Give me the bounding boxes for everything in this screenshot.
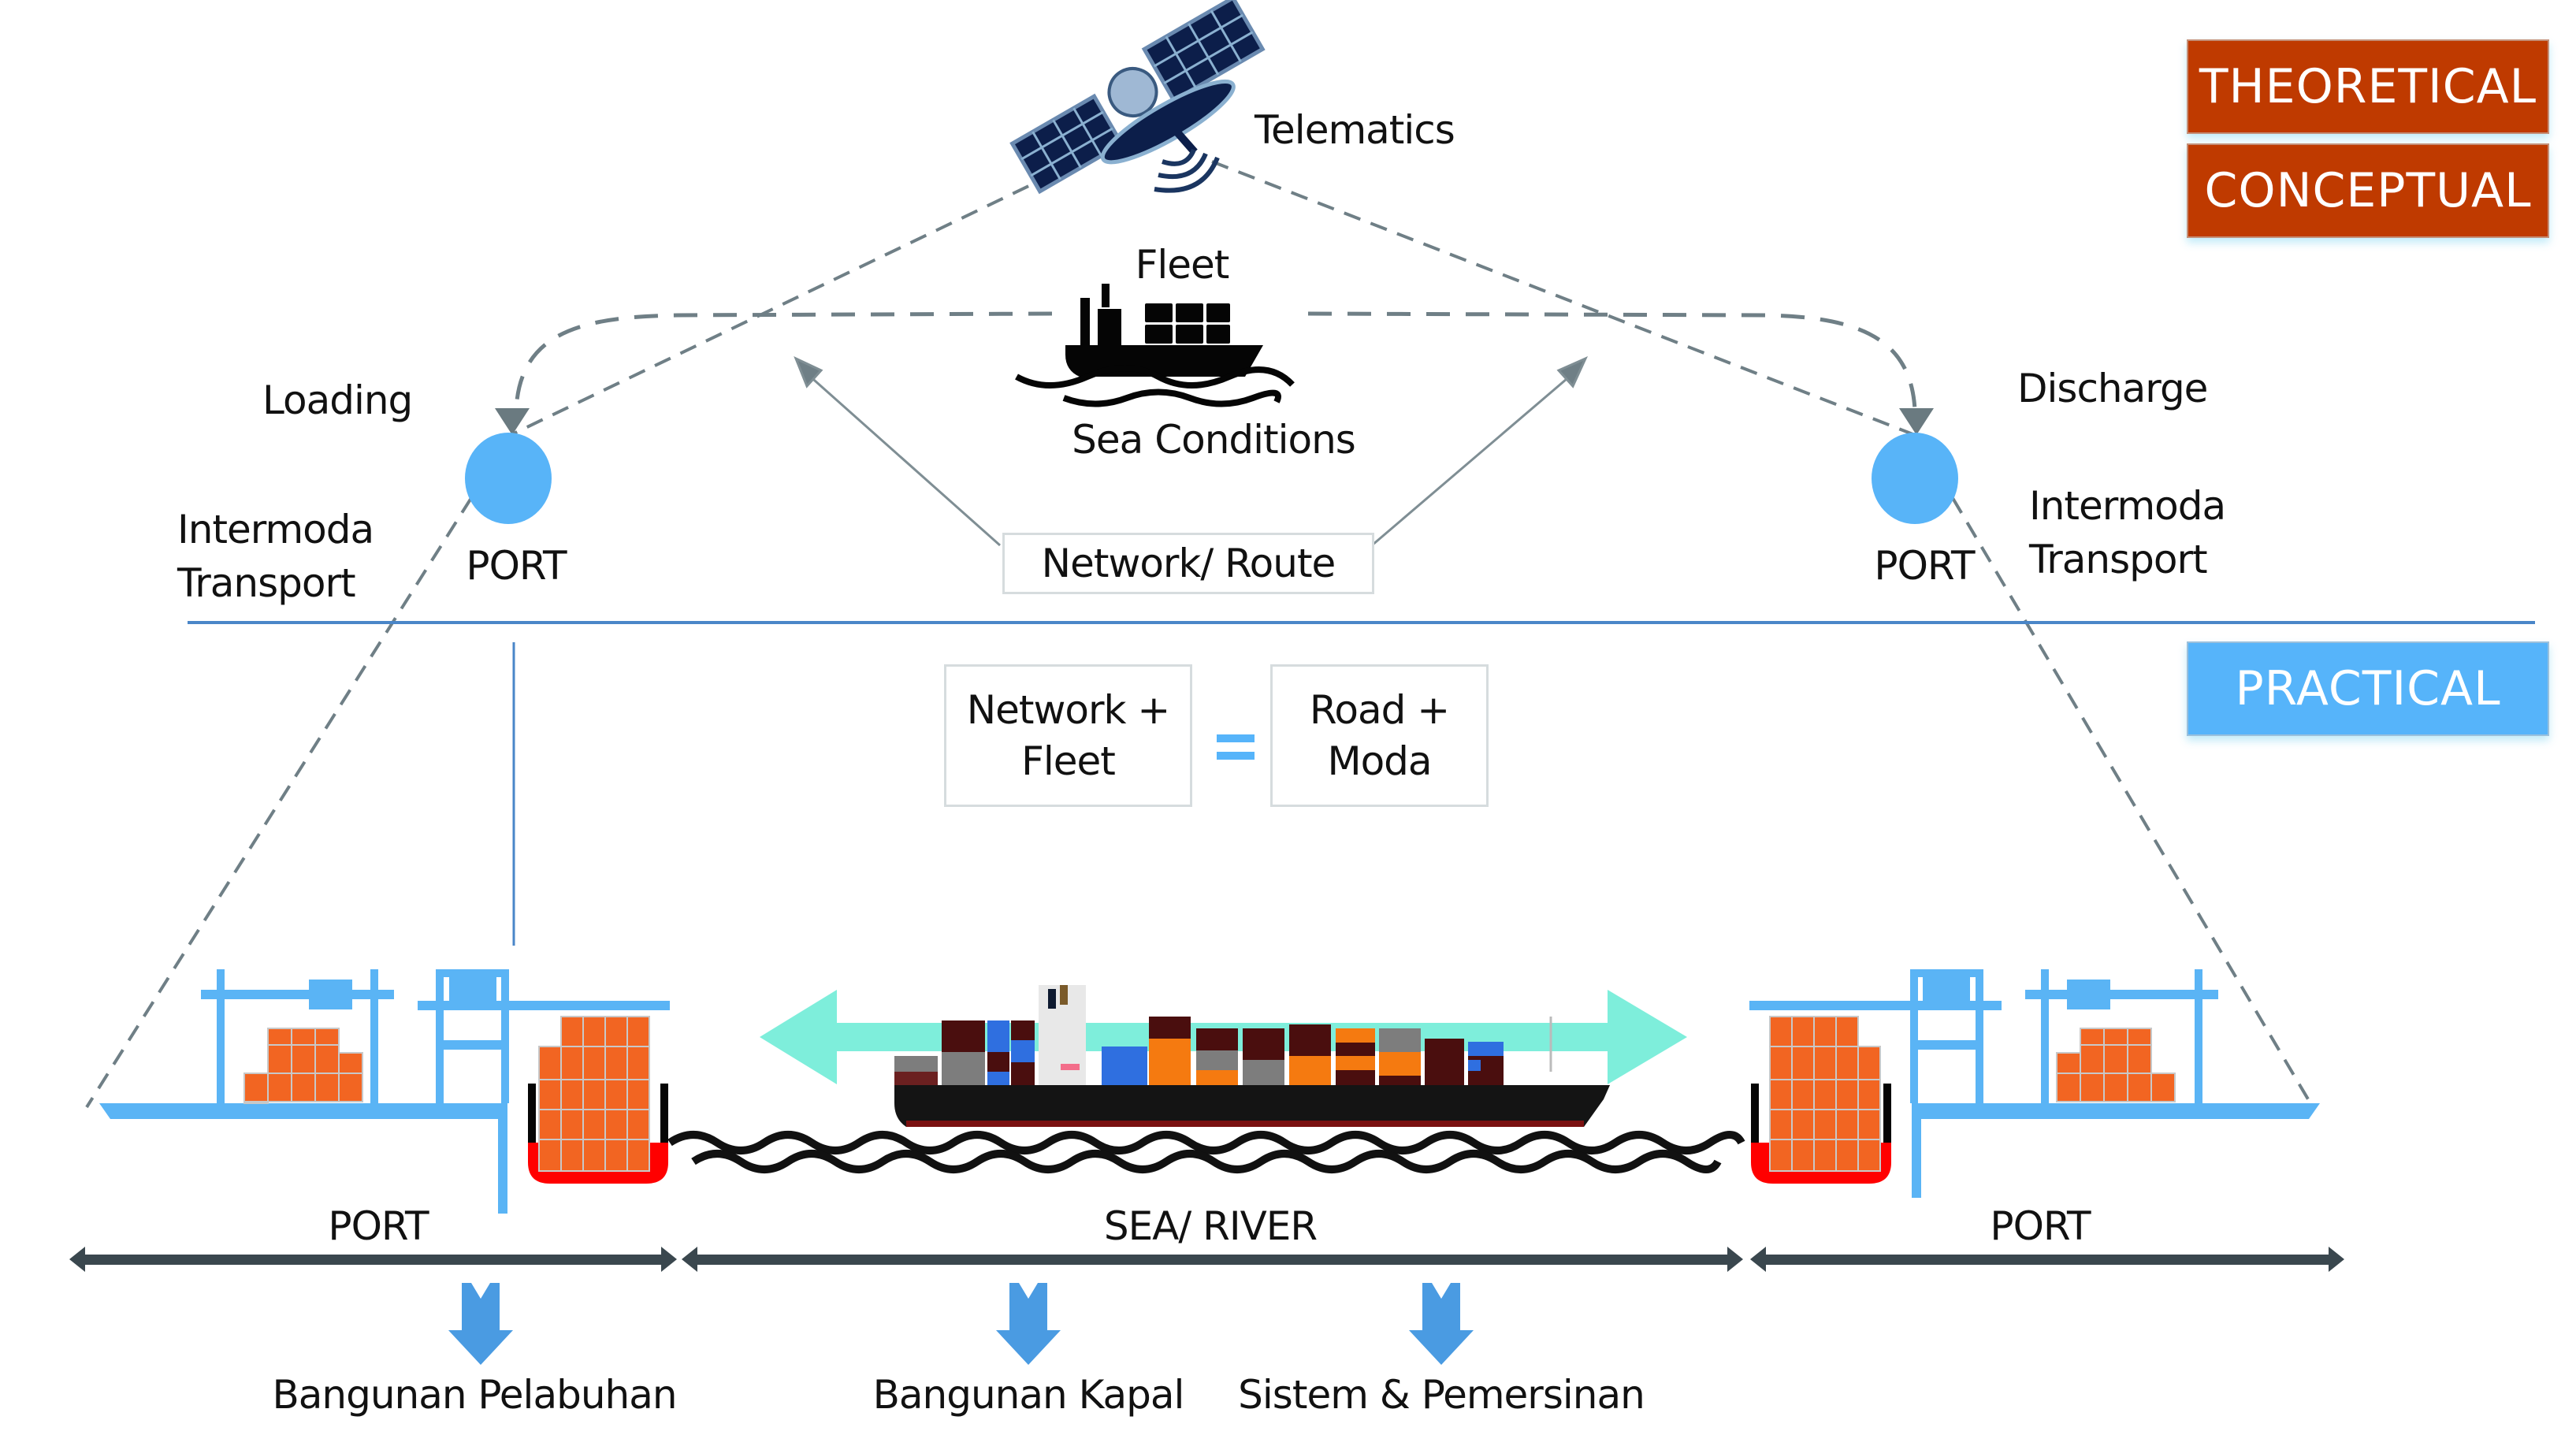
gantry-crane-icon: [2025, 969, 2218, 1103]
arrow-down-icon: [1409, 1283, 1474, 1365]
network-route-box: Network/ Route: [1002, 533, 1374, 594]
loading-label: Loading: [262, 377, 413, 423]
intermoda-left-line1: Intermoda: [177, 507, 374, 552]
road-moda-box: Road + Moda: [1270, 664, 1489, 807]
road-moda-line2: Moda: [1327, 738, 1432, 784]
outcome-bangunan-kapal: Bangunan Kapal: [872, 1372, 1185, 1418]
telematics-label: Telematics: [1255, 107, 1455, 153]
satellite-icon: [1009, 0, 1266, 195]
practical-badge: PRACTICAL: [2187, 641, 2549, 736]
scale-bar-port-left: [69, 1247, 677, 1272]
road-moda-line1: Road +: [1309, 686, 1450, 733]
equals-sign-icon: [1217, 734, 1255, 760]
container-bays: [894, 1017, 1504, 1086]
intermoda-left-line2: Transport: [177, 560, 356, 606]
conceptual-badge: CONCEPTUAL: [2187, 143, 2549, 238]
gantry-crane-icon: [201, 969, 394, 1103]
segment-label-port-left: PORT: [328, 1203, 429, 1249]
outcome-sistem-pemersinan: Sistem & Pemersinan: [1238, 1372, 1645, 1418]
right-quay-wall: [1912, 1103, 1921, 1198]
route-arrowhead-right-icon: [1556, 356, 1589, 388]
sea-waves-icon: [1015, 365, 1295, 407]
network-fleet-box: Network + Fleet: [944, 664, 1192, 807]
container-stack-left-base: [243, 1028, 363, 1102]
port-left-label: PORT: [466, 543, 567, 589]
signal-waves-icon: [1154, 148, 1220, 193]
route-arrowhead-left-icon: [794, 356, 823, 388]
fleet-label: Fleet: [1135, 242, 1230, 288]
discharge-label: Discharge: [2017, 366, 2208, 411]
fleet-links: [514, 311, 1917, 411]
route-link-left: [807, 373, 1001, 547]
scale-bars: [69, 1247, 2344, 1272]
gantry-crane-quay-icon: [1749, 969, 2002, 1103]
sea-conditions-label: Sea Conditions: [1072, 417, 1356, 463]
scale-bar-port-right: [1750, 1247, 2344, 1272]
scale-bar-sea-river: [682, 1247, 1743, 1272]
port-node-left-icon: [465, 433, 552, 524]
network-route-links: [794, 356, 1589, 547]
container-ship-end-right-icon: [1751, 1016, 1891, 1184]
network-fleet-line1: Network +: [966, 686, 1171, 733]
right-quay-slab: [1914, 1103, 2320, 1119]
arrowhead-loading-icon: [495, 408, 530, 435]
arrow-down-icon: [448, 1283, 513, 1365]
outcome-bangunan-pelabuhan: Bangunan Pelabuhan: [272, 1372, 677, 1418]
intermoda-right-line1: Intermoda: [2029, 483, 2226, 529]
cargo-ship-icon: [1065, 284, 1263, 377]
right-port-structure: [1749, 969, 2320, 1198]
intermoda-link-right: [1951, 496, 2314, 1109]
left-quay-wall: [498, 1103, 507, 1214]
left-quay-slab: [99, 1103, 505, 1119]
fleet-link-right: [1307, 311, 1917, 411]
container-ship-end-left-icon: [528, 1016, 668, 1184]
fleet-link-left: [514, 311, 1053, 411]
theoretical-badge: THEORETICAL: [2187, 39, 2549, 134]
arrowhead-discharge-icon: [1899, 408, 1934, 435]
segment-label-port-right: PORT: [1990, 1203, 2091, 1249]
left-port-structure: [99, 969, 670, 1214]
intermoda-transport-right-label: Intermoda Transport: [2029, 479, 2226, 586]
segment-label-sea-river: SEA/ RIVER: [1103, 1203, 1318, 1249]
telematics-link-left: [510, 160, 1080, 437]
sea-waves-practical-icon: [667, 1131, 1745, 1173]
telematics-link-right: [1211, 160, 1916, 437]
container-ship-icon: [894, 985, 1610, 1127]
arrow-down-icon: [996, 1283, 1061, 1365]
network-fleet-line2: Fleet: [1021, 738, 1116, 784]
route-link-right: [1371, 373, 1573, 547]
gantry-crane-quay-icon: [418, 969, 670, 1103]
telematics-links: [85, 160, 2314, 1109]
down-arrows: [448, 1283, 1474, 1365]
port-node-right-icon: [1872, 433, 1958, 524]
ship-hull: [894, 1085, 1610, 1127]
intermoda-right-line2: Transport: [2029, 537, 2208, 582]
intermoda-transport-left-label: Intermoda Transport: [177, 503, 374, 610]
intermoda-link-left: [85, 496, 473, 1109]
container-stack-right-base: [2056, 1028, 2176, 1102]
port-right-label: PORT: [1874, 543, 1975, 589]
